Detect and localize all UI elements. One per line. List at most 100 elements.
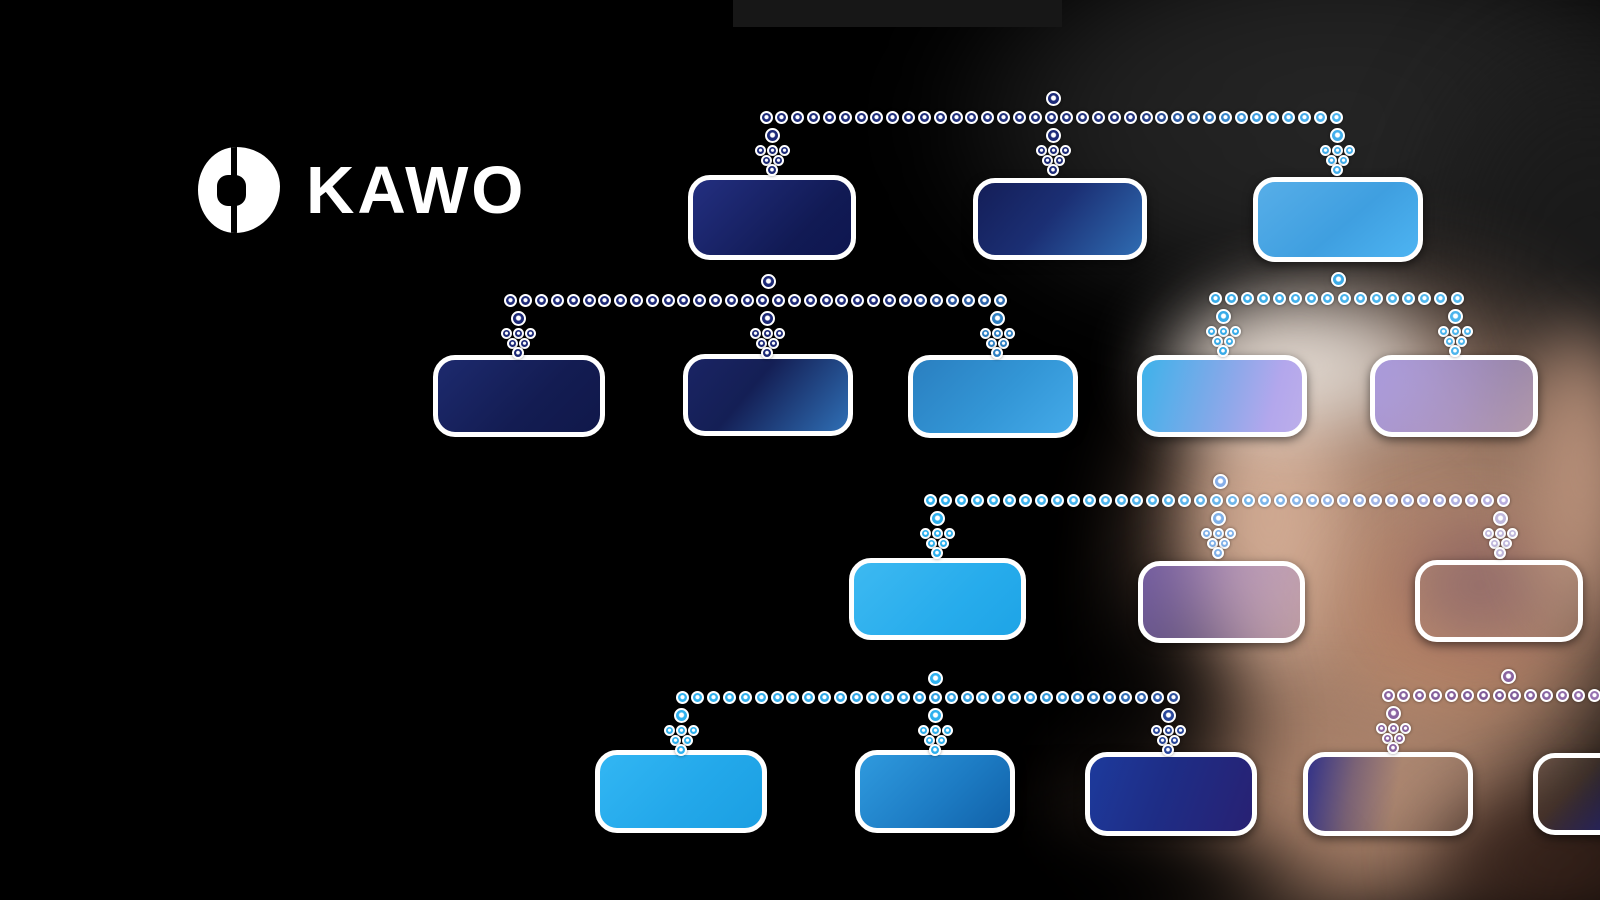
connector-dot <box>760 154 772 166</box>
connector-dot <box>941 724 953 736</box>
connector-dot <box>759 310 775 326</box>
connector-dot <box>740 293 754 307</box>
connector-dot <box>1492 510 1508 526</box>
connector-dot <box>1480 493 1494 507</box>
connector-dot <box>761 327 773 339</box>
connector-dot <box>1156 734 1168 746</box>
connector-dot <box>756 293 770 307</box>
connector-dot <box>512 327 524 339</box>
org-chart-node-r3-n3 <box>1415 560 1583 642</box>
connector-dot <box>1455 335 1467 347</box>
org-chart-node-r1-n2 <box>973 178 1147 260</box>
connector-dot <box>881 690 895 704</box>
connector-dot <box>1418 291 1432 305</box>
connector-dot <box>1208 291 1222 305</box>
org-chart-node-r4-n2 <box>855 750 1015 833</box>
connector-dot <box>687 724 699 736</box>
org-chart-node-r2-n1 <box>433 355 605 437</box>
connector-dot <box>1045 127 1061 143</box>
connector-dot <box>833 690 847 704</box>
connector-dot <box>937 537 949 549</box>
connector-dot <box>755 337 767 349</box>
connector-dot <box>818 690 832 704</box>
connector-dot <box>851 293 865 307</box>
connector-dot <box>802 690 816 704</box>
connector-dot <box>1524 688 1538 702</box>
connector-dot <box>928 690 942 704</box>
connector-dot <box>766 164 778 176</box>
connector-dot <box>949 110 963 124</box>
connector-dot <box>1223 335 1235 347</box>
connector-dot <box>1229 325 1241 337</box>
connector-dot <box>1381 732 1393 744</box>
connector-dot <box>1215 308 1231 324</box>
connector-dot <box>987 493 1001 507</box>
connector-dot <box>1044 110 1058 124</box>
connector-dot <box>1059 144 1071 156</box>
connector-dot <box>1224 291 1238 305</box>
connector-dot <box>1387 722 1399 734</box>
kawo-mark-icon <box>198 147 280 233</box>
connector-dot <box>1166 690 1180 704</box>
connector-dot <box>946 293 960 307</box>
connector-dot <box>1587 688 1600 702</box>
connector-dot <box>1107 110 1121 124</box>
org-chart-node-r3-n2 <box>1138 561 1305 643</box>
connector-dot <box>1337 493 1351 507</box>
connector-dot <box>849 690 863 704</box>
connector-dot <box>838 110 852 124</box>
connector-dot <box>754 690 768 704</box>
logo-hole <box>216 174 246 207</box>
connector-dot <box>917 724 929 736</box>
connector-dot <box>1289 291 1303 305</box>
connector-dot <box>1210 510 1226 526</box>
connector-dot <box>1387 742 1399 754</box>
connector-dot <box>693 293 707 307</box>
connector-dot <box>1496 493 1510 507</box>
connector-dot <box>675 724 687 736</box>
connector-dot <box>707 690 721 704</box>
connector-dot <box>1449 345 1461 357</box>
connector-dot <box>764 127 780 143</box>
connector-dot <box>759 110 773 124</box>
connector-dot <box>614 293 628 307</box>
connector-dot <box>929 744 941 756</box>
connector-dot <box>1047 164 1059 176</box>
connector-dot <box>1460 688 1474 702</box>
connector-dot <box>1240 291 1254 305</box>
connector-dot <box>1399 722 1411 734</box>
connector-dot <box>772 293 786 307</box>
connector-dot <box>1461 325 1473 337</box>
connector-dot <box>929 724 941 736</box>
connector-dot <box>1194 493 1208 507</box>
connector-dot <box>1432 493 1446 507</box>
connector-dot <box>1130 493 1144 507</box>
connector-dot <box>854 110 868 124</box>
connector-dot <box>1217 345 1229 357</box>
connector-dot <box>770 690 784 704</box>
connector-dot <box>1050 493 1064 507</box>
org-chart-node-r1-n1 <box>688 175 856 260</box>
connector-dot <box>1118 690 1132 704</box>
connector-dot <box>677 293 691 307</box>
connector-dot <box>512 347 524 359</box>
connector-dot <box>1506 527 1518 539</box>
connector-dot <box>1273 493 1287 507</box>
connector-dot <box>960 690 974 704</box>
connector-dot <box>1429 688 1443 702</box>
connector-dot <box>1500 537 1512 549</box>
connector-dot <box>1028 110 1042 124</box>
connector-dot <box>925 537 937 549</box>
connector-dot <box>1114 493 1128 507</box>
connector-dot <box>819 293 833 307</box>
connector-dot <box>882 293 896 307</box>
connector-dot <box>760 273 776 289</box>
connector-dot <box>778 144 790 156</box>
connector-dot <box>1476 688 1490 702</box>
connector-dot <box>524 327 536 339</box>
connector-dot <box>691 690 705 704</box>
connector-dot <box>1385 493 1399 507</box>
connector-dot <box>1494 527 1506 539</box>
connector-dot <box>1171 110 1185 124</box>
connector-dot <box>1297 110 1311 124</box>
